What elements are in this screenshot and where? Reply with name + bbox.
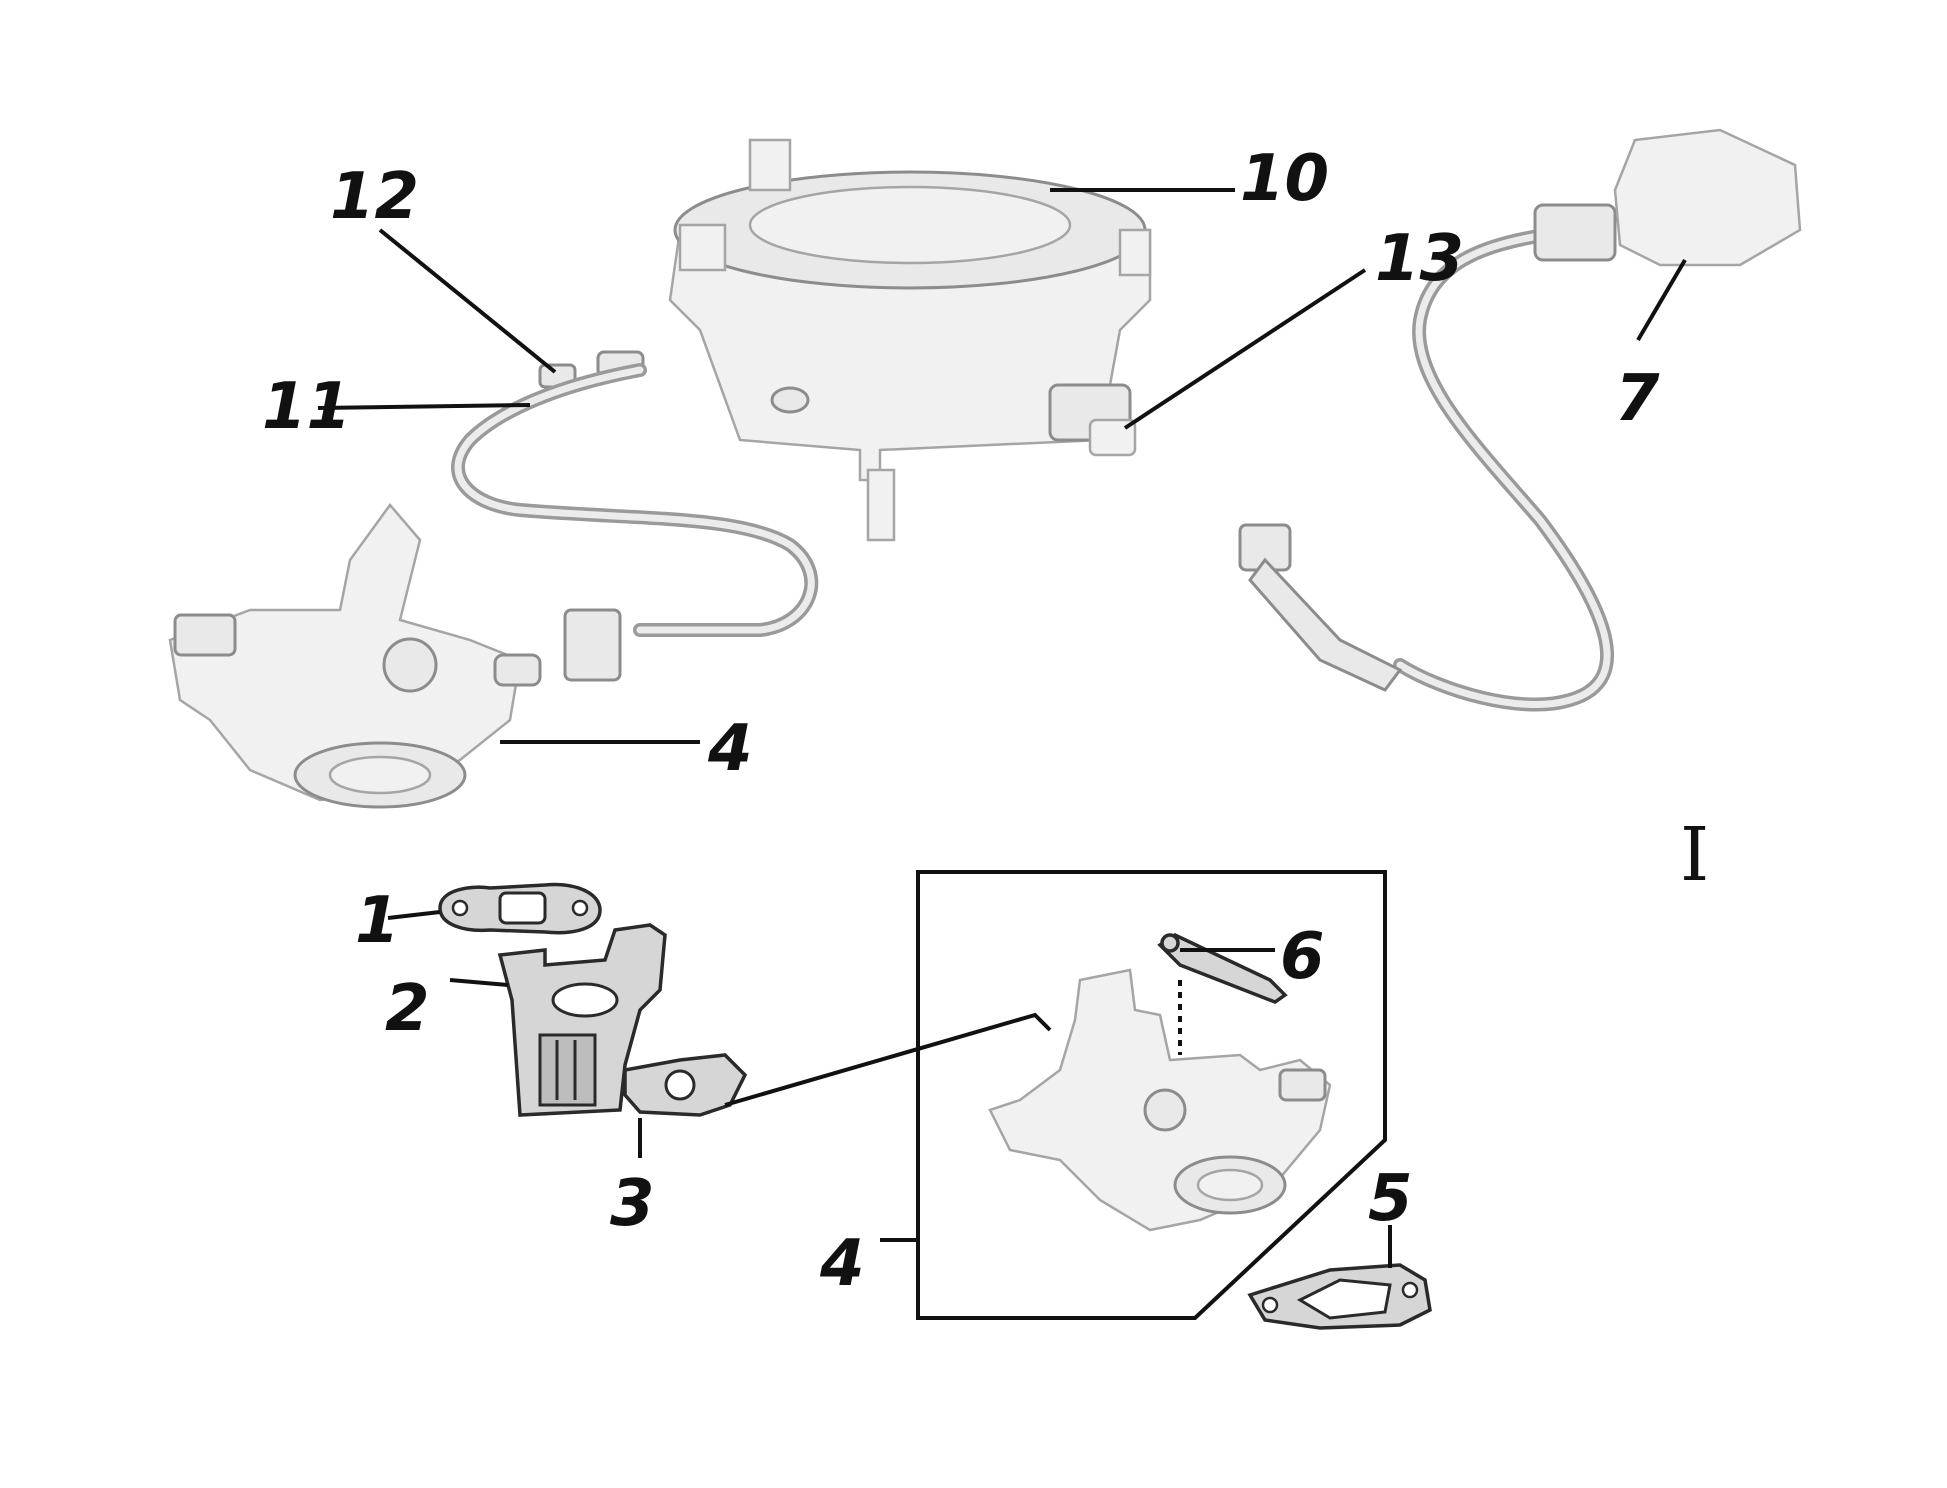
carburetor-icon xyxy=(168,502,542,809)
callout-3: 3 xyxy=(610,1167,655,1241)
fuel-valve-icon xyxy=(1048,383,1137,457)
leader-lines xyxy=(317,188,1687,1268)
carburetor-icon xyxy=(988,968,1332,1232)
callout-labels: 12 10 13 11 7 4 I 1 2 6 3 5 4 xyxy=(262,142,1709,1301)
callout-2: 2 xyxy=(385,972,430,1046)
callout-5: 5 xyxy=(1368,1162,1413,1236)
fuel-hose-icon xyxy=(1238,128,1802,712)
callout-6: 6 xyxy=(1280,920,1325,994)
callout-4-upper: 4 xyxy=(707,712,753,786)
callout-7: 7 xyxy=(1615,362,1660,436)
callout-10: 10 xyxy=(1240,142,1329,216)
screw-icon xyxy=(1157,932,1288,1004)
callout-13: 13 xyxy=(1375,222,1464,296)
gasket-icon xyxy=(1247,1263,1432,1330)
assembly-frame xyxy=(916,870,1387,1320)
section-label: I xyxy=(1680,812,1709,898)
callout-12: 12 xyxy=(330,160,419,234)
insulator-bracket-icon xyxy=(497,923,667,1117)
fuel-hose-icon xyxy=(451,363,819,682)
callout-4-lower: 4 xyxy=(819,1227,865,1301)
gasket-icon xyxy=(438,882,602,935)
fuel-filter-cup-icon xyxy=(668,138,1152,542)
callout-11: 11 xyxy=(262,370,351,444)
callout-1: 1 xyxy=(355,884,400,958)
